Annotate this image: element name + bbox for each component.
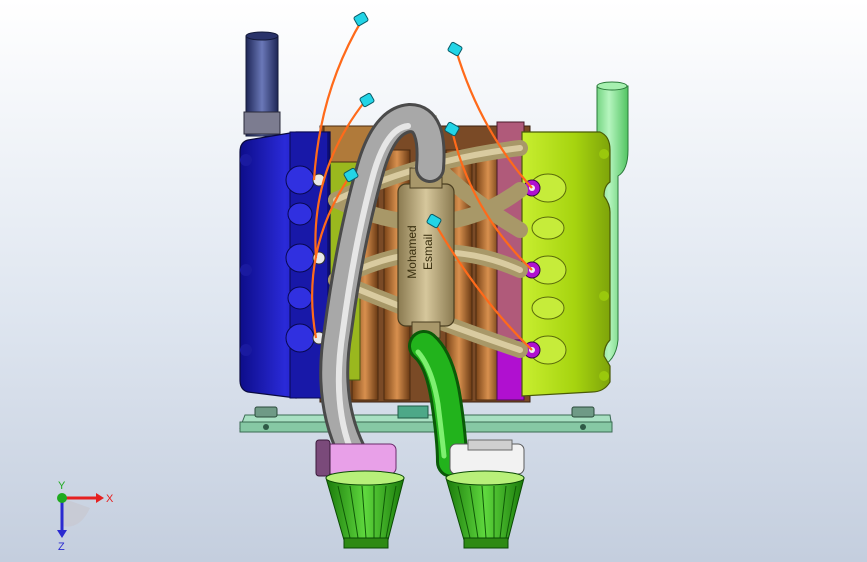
engraving-text-line1: Mohamed xyxy=(405,225,419,278)
rubber-coupler-left[interactable] xyxy=(315,439,397,477)
intake-pipe-grey[interactable] xyxy=(319,102,446,467)
engraving-text-line2: Esmail xyxy=(421,234,435,270)
z-axis-label: Z xyxy=(58,541,65,553)
z-axis-head xyxy=(57,530,67,538)
air-filter-left[interactable] xyxy=(325,470,405,549)
air-filter-right[interactable] xyxy=(445,470,525,549)
intake-plenum[interactable]: Mohamed Esmail xyxy=(397,167,455,339)
exhaust-stack-left[interactable] xyxy=(243,31,281,137)
triad-plane xyxy=(62,498,90,527)
spark-plug-wires[interactable] xyxy=(311,19,533,351)
x-axis-label: X xyxy=(106,493,114,505)
rubber-coupler-right[interactable] xyxy=(449,439,525,475)
orientation-triad: X Y Z xyxy=(57,480,114,553)
y-axis-label: Y xyxy=(58,480,66,492)
intake-pipe-green[interactable] xyxy=(408,330,468,478)
spark-plug-caps[interactable] xyxy=(343,11,463,229)
x-axis-head xyxy=(96,493,104,503)
cylinder-head-right[interactable] xyxy=(521,131,611,397)
base-plate[interactable] xyxy=(239,405,613,433)
cylinder-head-left[interactable] xyxy=(239,131,331,399)
y-axis-dot xyxy=(57,493,67,503)
